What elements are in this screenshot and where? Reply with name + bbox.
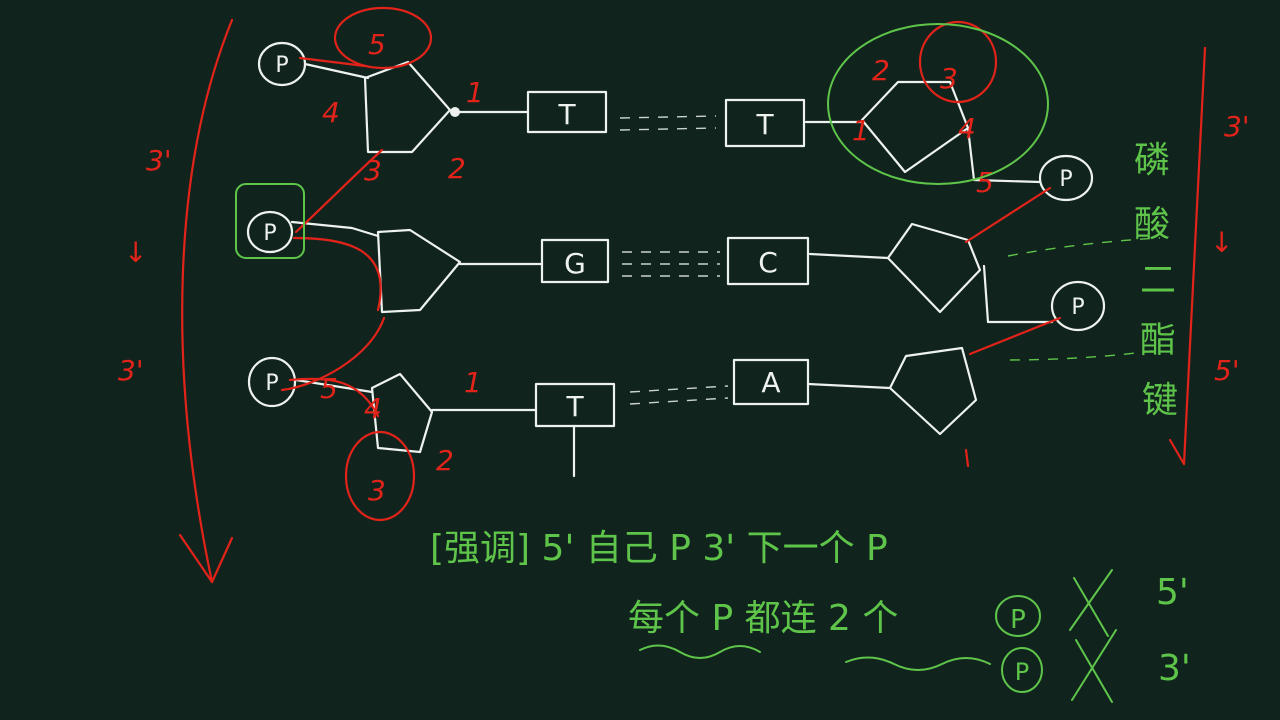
side-note-char-5: 键: [1142, 380, 1178, 421]
left-base-1: T: [526, 90, 608, 134]
left-base-2: G: [540, 238, 610, 284]
note-line-1: [强调] 5' 自己 P 3' 下一个 P: [430, 528, 888, 569]
direction-arrow-right: [1182, 46, 1207, 466]
right-sugar-1: [860, 80, 970, 174]
carbon-label-3-top: 3: [364, 154, 382, 187]
left-dir-label-mid: ↓: [124, 236, 147, 269]
right-carbon-label-1: 1: [852, 114, 870, 147]
right-sugar-2: [886, 222, 982, 314]
side-note-char-2: 酸: [1134, 204, 1170, 245]
carbon-label-5-top: 5: [368, 28, 386, 61]
carbon-label-3-bottom: 3: [368, 474, 386, 507]
carbon-label-4-bottom: 4: [364, 392, 382, 425]
left-dir-label-bottom: 3': [118, 354, 144, 387]
right-phosphate-1-label: P: [1059, 167, 1072, 192]
left-sugar-1: [363, 60, 452, 154]
left-phosphate-highlight: [235, 183, 305, 259]
left-base-1-label: T: [557, 98, 576, 131]
note-circle-p-2: P: [1001, 647, 1043, 693]
right-base-2-label: C: [758, 246, 778, 279]
right-base-1: T: [724, 98, 806, 148]
left-phosphate-2-label: P: [263, 221, 276, 246]
left-phosphate-2: P: [246, 210, 294, 254]
right-carbon-label-5: 5: [976, 166, 994, 199]
red-annotations: 5 4 3 1 2 1 2 3 4 5 2 3 1 4 5 3' ↓ 3' 3'…: [118, 6, 1250, 584]
right-dir-label-top: 3': [1224, 110, 1250, 143]
left-strand: P P P T G T: [246, 41, 616, 478]
carbon-label-4-top: 4: [322, 96, 340, 129]
right-base-3: A: [732, 358, 810, 406]
left-sugar-3: [370, 372, 434, 454]
left-base-2-label: G: [564, 247, 586, 280]
note-circle-p-2-label: P: [1015, 658, 1029, 686]
carbon3-circle-right: [918, 20, 998, 104]
direction-arrow-left: [181, 18, 234, 584]
side-note-char-1: 磷: [1134, 140, 1170, 181]
right-phosphate-1: P: [1038, 154, 1094, 202]
right-dir-label-mid: ↓: [1210, 226, 1233, 259]
right-phosphate-2: P: [1050, 280, 1106, 332]
left-phosphate-1: P: [257, 41, 307, 87]
carbon-label-5-bottom: 5: [320, 372, 338, 405]
green-annotations: 磷 酸 二 酯 键 [强调] 5' 自己 P 3' 下一个 P 每个 P 都连 …: [235, 23, 1191, 703]
carbon-label-1-top: 1: [466, 76, 484, 109]
left-phosphate-3: P: [247, 356, 297, 408]
right-carbon-label-3: 3: [940, 62, 958, 95]
note-circle-p-1: P: [995, 595, 1041, 637]
right-base-2: C: [726, 236, 810, 286]
right-base-1-label: T: [755, 108, 774, 141]
left-dir-label-top: 3': [146, 144, 172, 177]
left-phosphate-1-label: P: [275, 53, 288, 78]
carbon-label-2-bottom: 2: [436, 444, 454, 477]
right-phosphate-2-label: P: [1071, 295, 1084, 320]
note-line-2: 每个 P 都连 2 个: [628, 598, 898, 639]
carbon3-circle-left: [344, 430, 416, 522]
right-ring-highlight: [827, 23, 1049, 185]
carbon-label-2-top: 2: [448, 152, 466, 185]
left-sugar-2: [376, 228, 462, 314]
left-base-3: T: [534, 382, 616, 478]
left-phosphate-3-label: P: [265, 371, 278, 396]
cross-label-3prime: 3': [1158, 648, 1191, 689]
right-base-3-label: A: [761, 366, 780, 399]
side-note-char-3: 二: [1140, 260, 1176, 301]
right-carbon-label-2: 2: [872, 54, 890, 87]
note-circle-p-1-label: P: [1010, 605, 1026, 635]
cross-label-5prime: 5': [1156, 572, 1189, 613]
carbon5-circle: [333, 6, 433, 70]
side-note-char-4: 酯: [1140, 320, 1176, 361]
right-sugar-3: [888, 346, 978, 436]
right-carbon-label-4: 4: [958, 112, 976, 145]
right-strand: T C A P P: [724, 80, 1106, 436]
right-dir-label-bottom: 5': [1214, 354, 1240, 387]
hydrogen-bonds: [619, 115, 729, 405]
carbon-label-1-bottom: 1: [464, 366, 482, 399]
left-base-3-label: T: [565, 390, 584, 423]
